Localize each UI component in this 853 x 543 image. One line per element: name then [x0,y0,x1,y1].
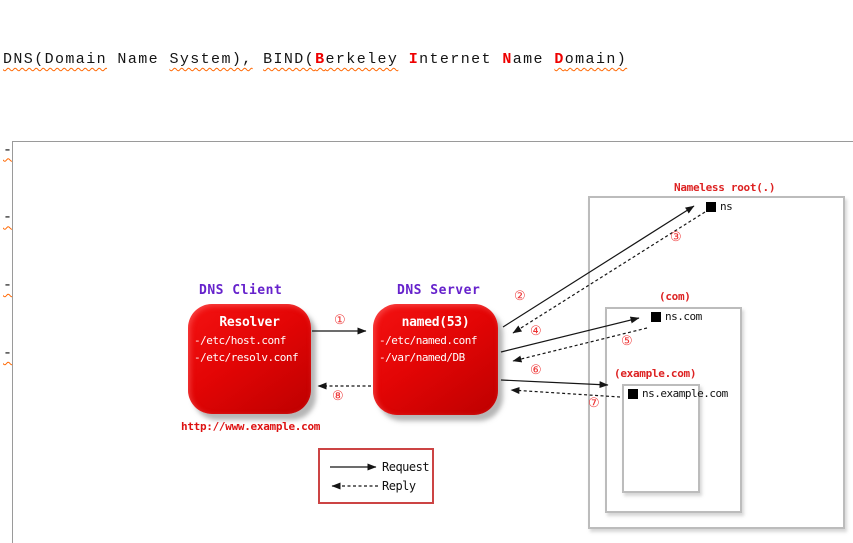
step-3-badge: ③ [670,230,682,245]
title-seg: DNS(Domain [3,51,108,69]
title-seg: ame [512,51,555,69]
title-seg-accent: N [502,51,513,69]
nameserver-example-label: ns.example.com [642,387,728,400]
title-seg: BIND( [263,51,316,69]
title-seg: Name [107,51,170,69]
step-8-badge: ⑧ [332,389,344,404]
resolver-title: Resolver [219,315,280,330]
nameserver-square-icon [651,311,661,322]
step-1-badge: ① [334,313,346,328]
nameserver-square-icon [706,201,716,212]
legend-box: Request Reply [318,448,434,504]
nameserver-root: ns [706,200,733,213]
legend-reply-label: Reply [382,478,416,493]
client-config-line: -/etc/host.conf [194,334,286,347]
dns-client-label: DNS Client [199,283,283,298]
legend-request-label: Request [382,459,430,474]
step-7-badge: ⑦ [588,396,600,411]
legend-reply-arrow-icon [331,482,378,489]
title-seg-accent: D [554,51,565,69]
title-seg [253,51,263,68]
list-dash: - [3,209,14,227]
legend-reply-row: Reply [326,476,432,495]
title-seg: erkeley [325,51,399,69]
zone-box-example [622,384,700,493]
dns-server-box: named(53) -/etc/named.conf -/var/named/D… [373,304,498,415]
zone-label-root: Nameless root(.) [674,181,776,194]
client-config-line: -/etc/resolv.conf [194,351,299,364]
step-5-badge: ⑤ [621,334,633,349]
nameserver-com-label: ns.com [665,310,702,323]
nameserver-root-label: ns [720,200,733,213]
title-seg-accent: I [408,51,420,69]
step-6-badge: ⑥ [530,363,542,378]
dns-server-label: DNS Server [397,283,481,298]
nameserver-example: ns.example.com [628,387,728,400]
legend-request-row: Request [326,457,432,476]
title-seg: nternet [419,51,503,69]
list-dash: - [3,277,14,295]
title-seg: System), [169,51,253,69]
list-dash: - [3,141,14,159]
step-2-badge: ② [514,289,526,304]
named-title: named(53) [401,315,470,330]
nameserver-square-icon [628,388,638,399]
client-url-label: http://www.example.com [181,420,321,433]
document-title: DNS(Domain Name System), BIND(Berkeley I… [3,49,627,94]
server-config-line: -/etc/named.conf [379,334,477,347]
legend-request-arrow-icon [330,463,377,470]
zone-label-example: (example.com) [614,367,697,380]
list-dash: - [3,344,14,362]
dns-client-box: Resolver -/etc/host.conf -/etc/resolv.co… [188,304,311,414]
server-config-line: -/var/named/DB [379,351,465,364]
title-seg: omain) [564,51,628,69]
zone-label-com: (com) [659,290,691,303]
title-seg [398,51,408,68]
title-seg-accent: B [315,51,326,69]
nameserver-com: ns.com [651,310,702,323]
step-4-badge: ④ [530,324,542,339]
